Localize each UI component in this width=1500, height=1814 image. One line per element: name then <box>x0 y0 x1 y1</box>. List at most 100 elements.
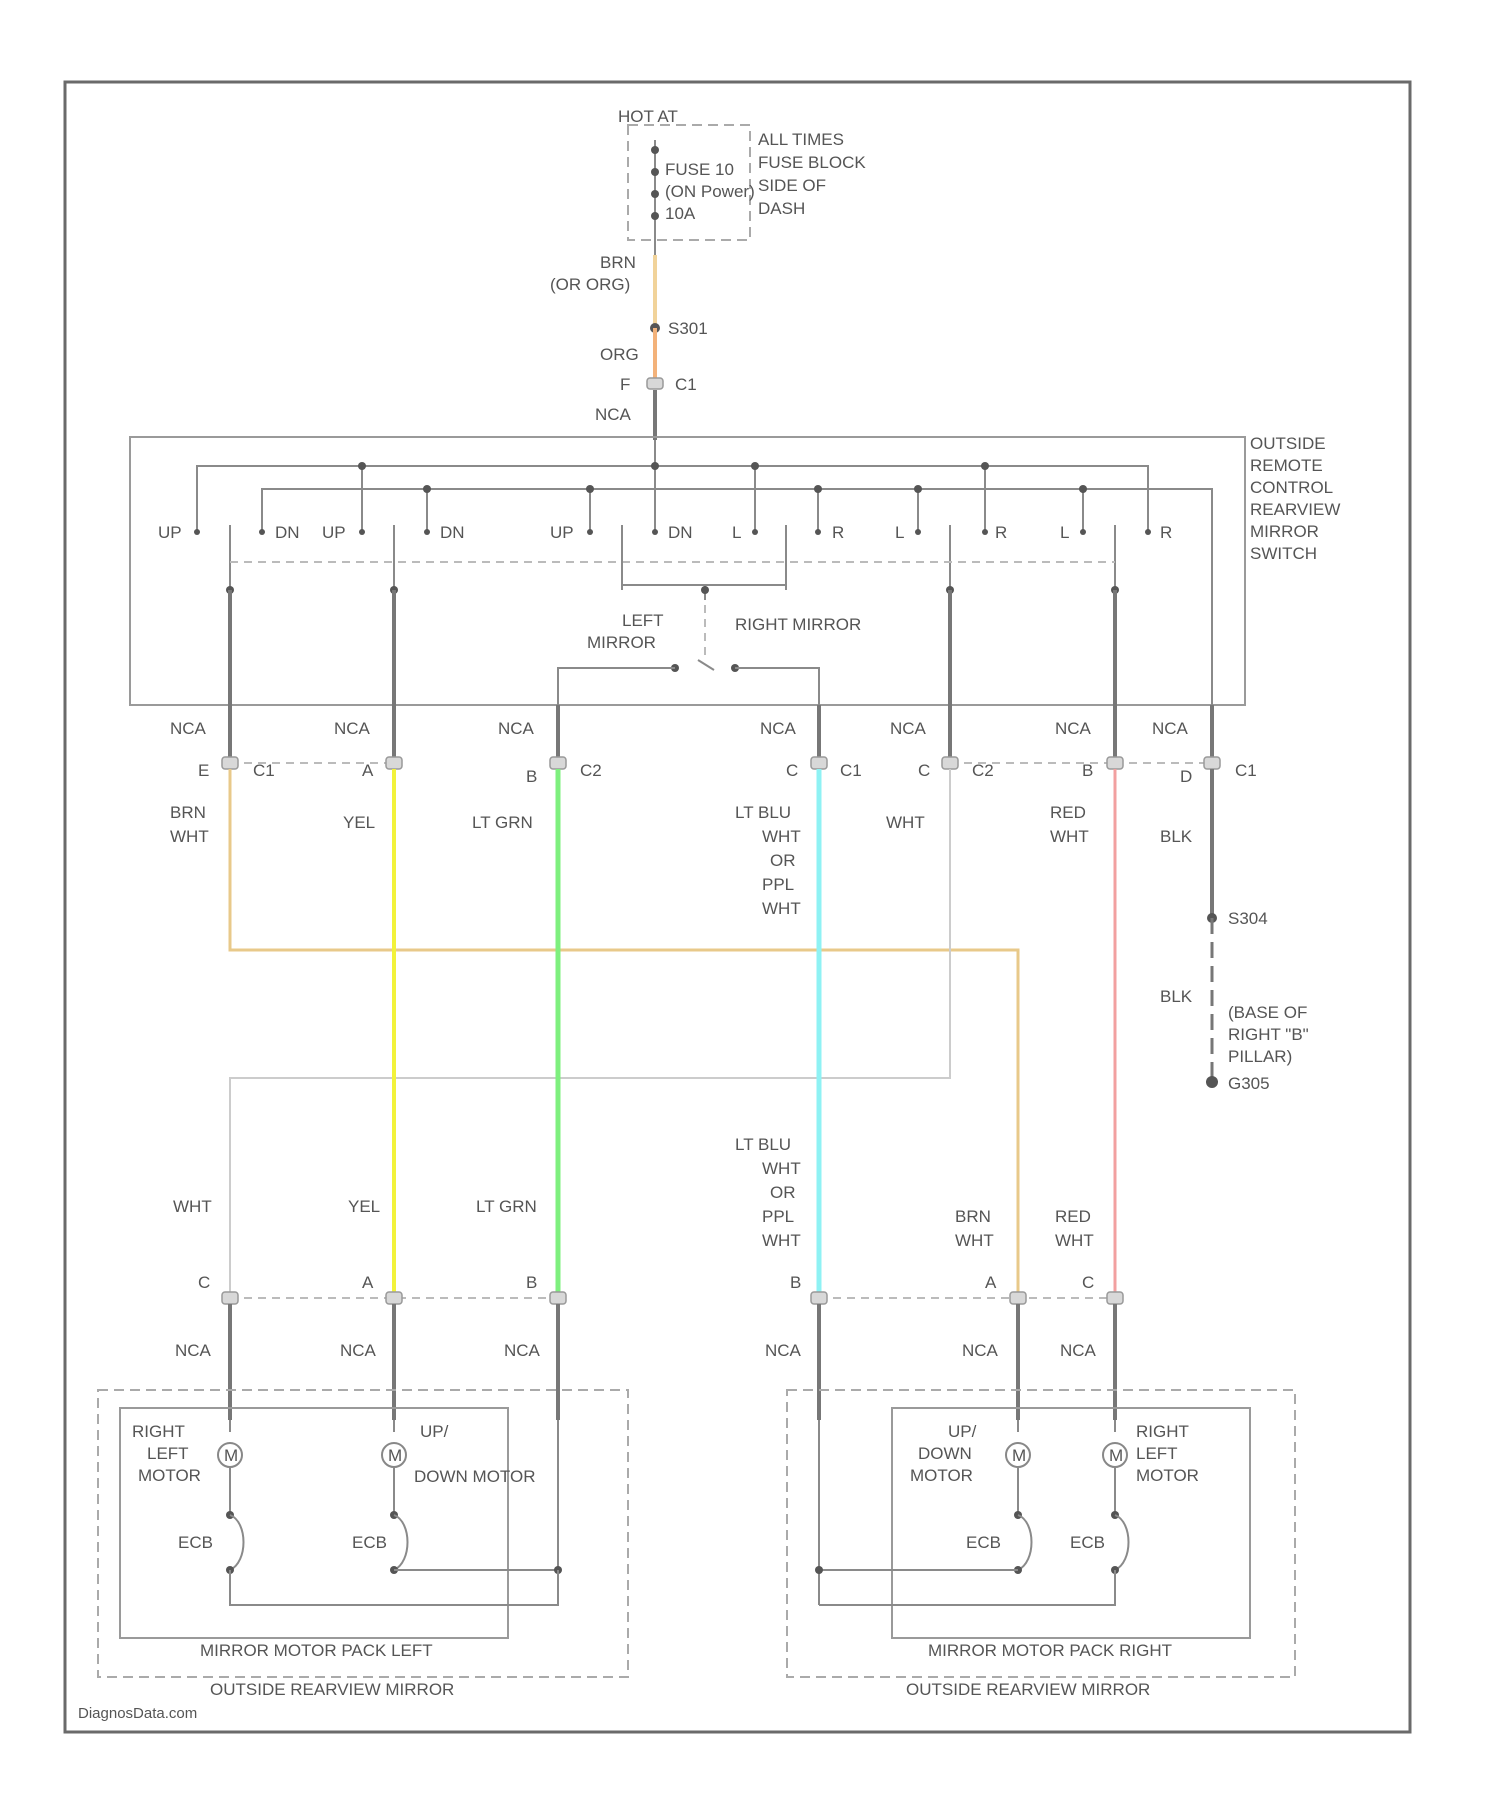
hot-at-label: HOT AT <box>618 107 678 126</box>
wire-color-label: WHT <box>1055 1231 1094 1250</box>
switch-title-line: SWITCH <box>1250 544 1317 563</box>
switch-title-line: REARVIEW <box>1250 500 1340 519</box>
fuse-node <box>651 212 659 220</box>
ecb-label: ECB <box>352 1533 387 1552</box>
output-nca: NCA <box>890 719 927 738</box>
mirror-nca: NCA <box>504 1341 541 1360</box>
all-times-label: ALL TIMES <box>758 130 844 149</box>
feed-nca: NCA <box>595 405 632 424</box>
right-motor-pack-box <box>892 1408 1250 1638</box>
wire-color-label: RED <box>1055 1207 1091 1226</box>
right-mirror-assembly: M UP/ DOWN MOTOR M RIGHT LEFT MOTOR ECB … <box>787 1390 1295 1699</box>
feed-pin: F <box>620 375 630 394</box>
pack-leads <box>230 1304 1115 1420</box>
right-motor2-label: MOTOR <box>1136 1466 1199 1485</box>
diagram-frame <box>65 82 1410 1732</box>
wire-color-label: BLK <box>1160 827 1193 846</box>
footer-watermark: DiagnosData.com <box>78 1705 197 1722</box>
output-pin: E <box>198 761 209 780</box>
fuse-node <box>651 146 659 154</box>
wire-color-label: BRN <box>170 803 206 822</box>
wire-color-label: OR <box>770 851 796 870</box>
left-motor1-label: LEFT <box>147 1444 189 1463</box>
output-nca: NCA <box>498 719 535 738</box>
mirror-pin: A <box>985 1273 997 1292</box>
switch-contact-label: R <box>832 523 844 542</box>
fuse-amps-label: 10A <box>665 204 696 223</box>
feed-wire2-color: ORG <box>600 345 639 364</box>
feed-wire1-alt: (OR ORG) <box>550 275 630 294</box>
selector-blade <box>698 660 714 670</box>
right-motor2-label: LEFT <box>1136 1444 1178 1463</box>
output-nca: NCA <box>760 719 797 738</box>
switch-title-line: MIRROR <box>1250 522 1319 541</box>
wire-color-label: WHT <box>886 813 925 832</box>
wire-color-label: WHT <box>762 1231 801 1250</box>
switch-bus-taps <box>362 466 1083 530</box>
selector-right-lead <box>735 668 819 720</box>
mirror-nca: NCA <box>340 1341 377 1360</box>
left-pack-label: MIRROR MOTOR PACK LEFT <box>200 1641 433 1660</box>
switch-title: OUTSIDE REMOTE CONTROL REARVIEW MIRROR S… <box>1250 434 1340 563</box>
fuse-node <box>651 168 659 176</box>
dash-label: DASH <box>758 199 805 218</box>
output-nca: NCA <box>1152 719 1189 738</box>
selector-node <box>701 586 709 594</box>
mirror-pin: C <box>198 1273 210 1292</box>
switch-contact-label: L <box>895 523 904 542</box>
ecb-label: ECB <box>178 1533 213 1552</box>
selector-left-lead <box>558 668 675 720</box>
wire-color-label: LT GRN <box>476 1197 537 1216</box>
wire-color-label: YEL <box>348 1197 380 1216</box>
switch-title-line: OUTSIDE <box>1250 434 1326 453</box>
wire-color-label: PPL <box>762 1207 794 1226</box>
side-of-label: SIDE OF <box>758 176 826 195</box>
output-nca: NCA <box>170 719 207 738</box>
right-pack-label: MIRROR MOTOR PACK RIGHT <box>928 1641 1172 1660</box>
switch-contact-label: L <box>1060 523 1069 542</box>
output-conn: C1 <box>253 761 275 780</box>
wire-color-label: WHT <box>1050 827 1089 846</box>
fuse-block-label: FUSE BLOCK <box>758 153 866 172</box>
wire-color-label: WHT <box>762 1159 801 1178</box>
output-conn: C2 <box>972 761 994 780</box>
mirror-pin: B <box>526 1273 537 1292</box>
left-mirror-assembly: M RIGHT LEFT MOTOR M UP/ DOWN MOTOR ECB … <box>98 1390 628 1699</box>
wire-color-label: WHT <box>170 827 209 846</box>
feed-wire1-color: BRN <box>600 253 636 272</box>
left-motor1-label: RIGHT <box>132 1422 185 1441</box>
mirror-nca: NCA <box>962 1341 999 1360</box>
wire-color-label: WHT <box>762 899 801 918</box>
feed-conn: C1 <box>675 375 697 394</box>
switch-contact-label: UP <box>322 523 346 542</box>
output-conn: C1 <box>840 761 862 780</box>
feed-connector <box>647 378 663 389</box>
output-conn: C2 <box>580 761 602 780</box>
left-motor1-label: MOTOR <box>138 1466 201 1485</box>
ground-location: PILLAR) <box>1228 1047 1292 1066</box>
wire-color-label: BRN <box>955 1207 991 1226</box>
switch-title-line: REMOTE <box>1250 456 1323 475</box>
ground-location: RIGHT "B" <box>1228 1025 1309 1044</box>
motor-m: M <box>388 1446 402 1465</box>
left-assembly-label: OUTSIDE REARVIEW MIRROR <box>210 1680 454 1699</box>
right-assembly-outline <box>787 1390 1295 1677</box>
wire-brn-wht <box>230 769 1018 1295</box>
switch-contact-label: DN <box>440 523 465 542</box>
fuse-name-label: FUSE 10 <box>665 160 734 179</box>
output-conn: C1 <box>1235 761 1257 780</box>
splice-s301-label: S301 <box>668 319 708 338</box>
right-motor2-label: RIGHT <box>1136 1422 1189 1441</box>
left-motor2-label: DOWN MOTOR <box>414 1467 536 1486</box>
wire-color-label: OR <box>770 1183 796 1202</box>
ground-location: (BASE OF <box>1228 1003 1307 1022</box>
fuse-node <box>651 190 659 198</box>
ground-wire-label: BLK <box>1160 987 1193 1006</box>
wire-color-label: YEL <box>343 813 375 832</box>
left-mirror-label-2: MIRROR <box>587 633 656 652</box>
switch-contact-label: L <box>732 523 741 542</box>
wire-wht <box>230 769 950 1295</box>
output-pin: A <box>362 761 374 780</box>
mirror-input-labels: WHT YEL LT GRN LT BLU WHT OR PPL WHT BRN… <box>173 1135 1123 1360</box>
